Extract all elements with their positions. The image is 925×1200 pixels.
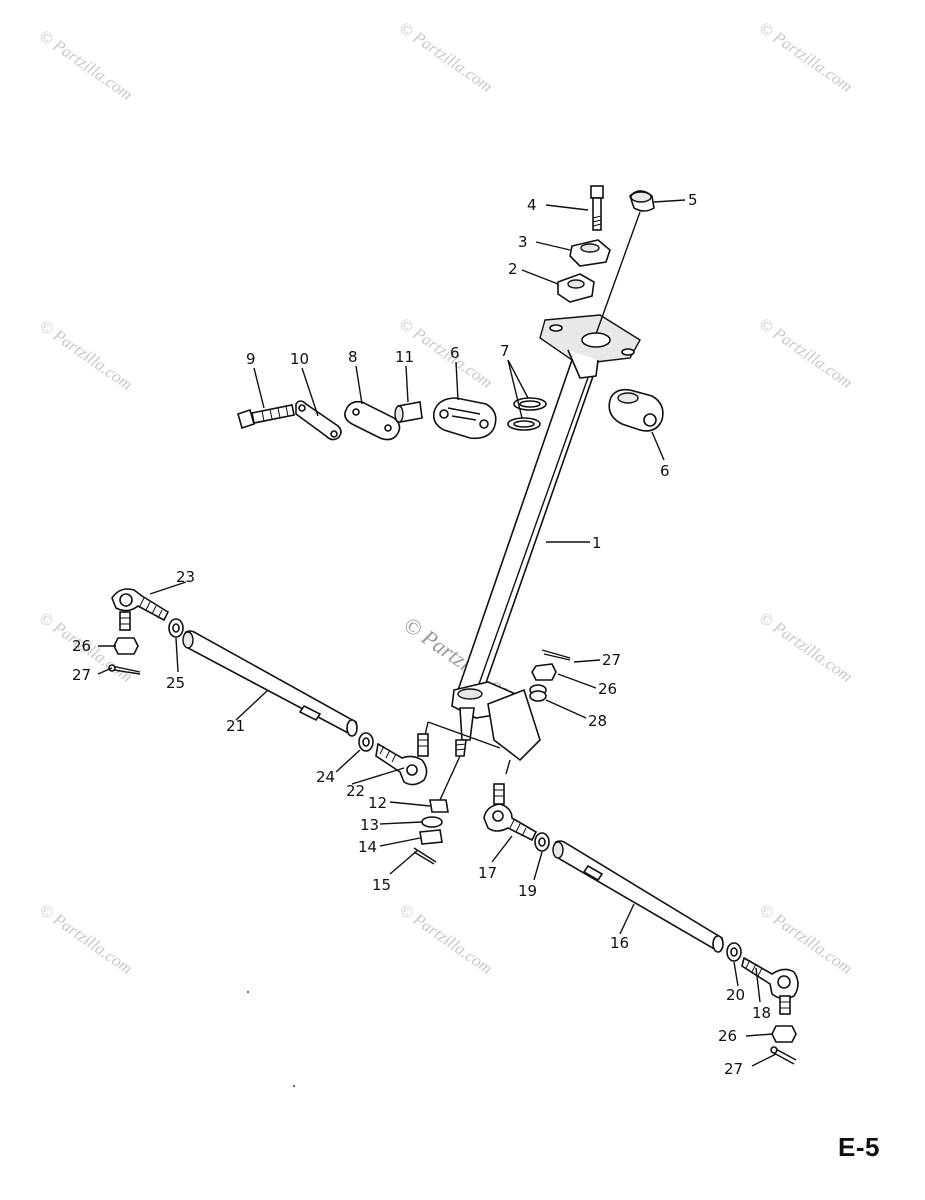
label-part-21: 21 (226, 717, 245, 735)
ball-joint-left (111, 588, 170, 631)
label-part-14: 14 (358, 838, 377, 856)
label-part-2: 2 (508, 260, 518, 278)
lower-fasteners (413, 739, 467, 865)
label-part-6: 6 (450, 344, 460, 362)
watermark: © Partzilla.com (756, 900, 856, 978)
watermark: © Partzilla.com (756, 314, 856, 392)
castle-nut-right (771, 1025, 797, 1043)
cotter-pin-right (770, 1046, 797, 1065)
label-part-13: 13 (360, 816, 379, 834)
watermark: © Partzilla.com (36, 26, 136, 104)
holder-left (432, 397, 497, 440)
jam-nut-right-upper (534, 832, 550, 852)
label-part-26: 26 (72, 637, 91, 655)
lock-plate (295, 400, 342, 441)
page-code: E-5 (838, 1132, 880, 1162)
bolt (590, 185, 604, 231)
label-part-23: 23 (176, 568, 195, 586)
label-part-10: 10 (290, 350, 309, 368)
label-part-27: 27 (602, 651, 621, 669)
plate (344, 400, 401, 441)
tie-rod-right (552, 840, 724, 953)
label-part-16: 16 (610, 934, 629, 952)
jam-nut-left (168, 618, 184, 638)
bolt-long (237, 404, 295, 430)
label-part-5: 5 (688, 191, 698, 209)
jam-nut-right-lower (726, 942, 742, 962)
label-part-8: 8 (348, 348, 358, 366)
label-part-12: 12 (368, 794, 387, 812)
label-part-22: 22 (346, 782, 365, 800)
ball-joint-right-upper (483, 783, 538, 842)
label-part-28: 28 (588, 712, 607, 730)
label-part-25: 25 (166, 674, 185, 692)
label-part-11: 11 (395, 348, 414, 366)
label-part-19: 19 (518, 882, 537, 900)
label-part-24: 24 (316, 768, 335, 786)
label-part-17: 17 (478, 864, 497, 882)
label-part-4: 4 (527, 196, 537, 214)
watermark: © Partzilla.com (36, 900, 136, 978)
watermark: © Partzilla.com (36, 316, 136, 394)
watermark: © Partzilla.com (756, 608, 856, 686)
bushings (507, 397, 547, 431)
tie-rod-left (182, 630, 358, 737)
holder-right (608, 388, 664, 432)
upper-bracket (539, 314, 641, 379)
bushing-half (557, 273, 595, 303)
pitman-arm (423, 681, 541, 775)
label-part-20: 20 (726, 986, 745, 1004)
label-part-7: 7 (500, 342, 510, 360)
watermark: © Partzilla.com (396, 18, 496, 96)
label-part-6: 6 (660, 462, 670, 480)
pitman-fasteners (529, 649, 571, 702)
watermarks: © Partzilla.com © Partzilla.com © Partzi… (36, 18, 856, 978)
collar (394, 401, 423, 423)
label-part-18: 18 (752, 1004, 771, 1022)
clamp-upper (569, 239, 611, 267)
label-part-3: 3 (518, 233, 528, 251)
part-labels: 4 5 3 2 9 10 8 11 6 7 6 1 23 26 27 25 21… (72, 191, 771, 1078)
leader-lines (97, 199, 777, 1067)
jam-nut-center (358, 732, 374, 752)
label-part-9: 9 (246, 350, 256, 368)
label-part-26: 26 (718, 1027, 737, 1045)
label-part-26: 26 (598, 680, 617, 698)
castle-nut-left (113, 637, 139, 655)
ball-joint-center (375, 733, 429, 786)
label-part-27: 27 (724, 1060, 743, 1078)
label-part-27: 27 (72, 666, 91, 684)
cap (595, 190, 655, 335)
watermark: © Partzilla.com (756, 18, 856, 96)
label-part-1: 1 (592, 534, 602, 552)
watermark: © Partzilla.com (396, 900, 496, 978)
label-part-15: 15 (372, 876, 391, 894)
